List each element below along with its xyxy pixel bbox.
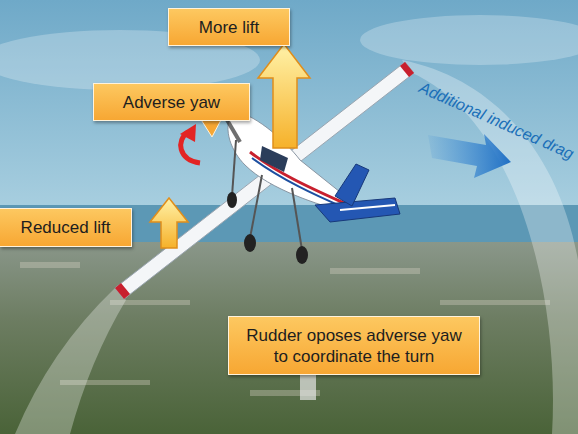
fuselage-stripe [252, 158, 345, 208]
wingtip-vortex-trail [402, 60, 578, 434]
callout-box: Rudder oposes adverse yaw to coordinate … [228, 316, 480, 375]
wingtip-stripe [400, 62, 414, 77]
city-ground [0, 242, 578, 434]
cloud [360, 15, 578, 65]
vertical-fin [335, 164, 369, 206]
wing [115, 62, 414, 299]
callout-text: Reduced lift [21, 217, 111, 238]
wheel [244, 234, 256, 252]
callout-text: More lift [199, 17, 259, 38]
nose-gear [232, 140, 236, 196]
wheel [227, 192, 237, 208]
tail-stripe [340, 205, 395, 210]
callout-text: Rudder oposes adverse yaw to coordinate … [242, 325, 466, 367]
main-gear [250, 175, 262, 238]
drag-label: Additional induced drag [416, 79, 576, 163]
wingtip-vortex-trail [15, 288, 126, 434]
adverse-yaw-arrowhead [180, 124, 196, 142]
callout-box: More lift [168, 8, 290, 46]
reduced-lift-arrow [150, 198, 188, 248]
callout-box: Reduced lift [0, 208, 132, 247]
wheel [296, 246, 308, 264]
callout-box: Adverse yaw [93, 83, 250, 121]
cabin-window [260, 146, 288, 172]
induced-drag-arrow [428, 134, 511, 178]
horizontal-stabilizer [315, 198, 400, 222]
wingtip-stripe [115, 283, 130, 299]
more-lift-arrow [258, 44, 310, 148]
main-gear [292, 188, 302, 250]
callout-text: Adverse yaw [123, 92, 220, 113]
